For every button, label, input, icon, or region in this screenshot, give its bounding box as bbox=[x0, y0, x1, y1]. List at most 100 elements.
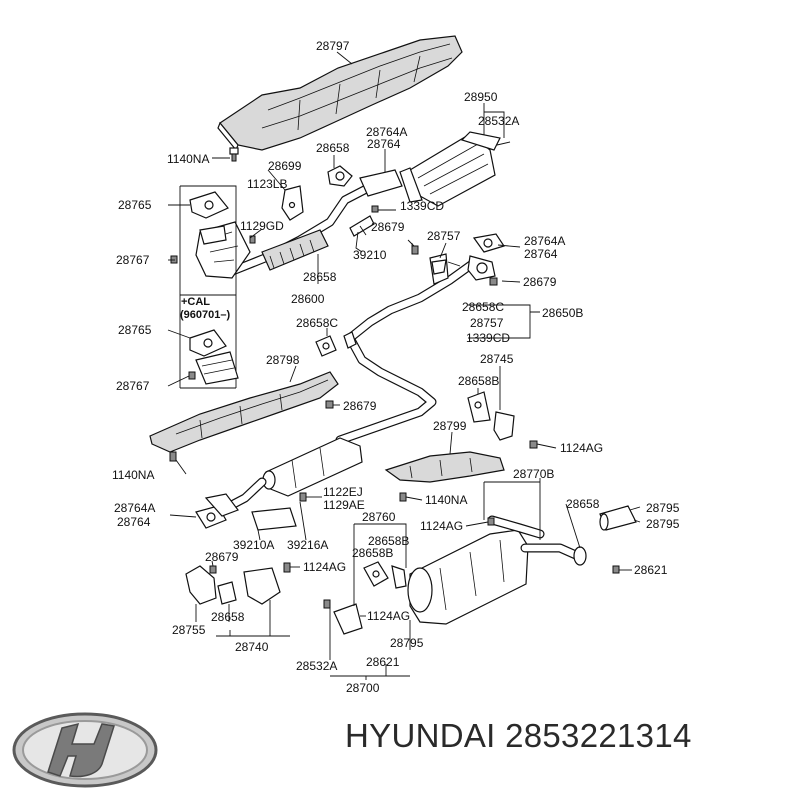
label-28764-low: 28764 bbox=[117, 515, 151, 529]
label-1140NA-left: 1140NA bbox=[112, 468, 154, 482]
label-1129AE: 1129AE bbox=[323, 498, 365, 512]
gasket-28765-top bbox=[189, 191, 229, 219]
hanger-28658-top bbox=[327, 165, 353, 187]
label-28760: 28760 bbox=[362, 510, 396, 524]
tail-pipe-28795 bbox=[599, 505, 637, 574]
label-28679-c: 28679 bbox=[343, 399, 377, 413]
label-28658-low: 28658 bbox=[211, 610, 245, 624]
bracket-28532A bbox=[323, 599, 363, 635]
group-bracket-front bbox=[179, 185, 237, 389]
label-1123LB: 1123LB bbox=[247, 177, 287, 191]
label-28679-d: 28679 bbox=[205, 550, 239, 564]
label-28679-a: 28679 bbox=[371, 220, 405, 234]
bolt-1140NA-top bbox=[229, 147, 239, 162]
bracket-28755 bbox=[185, 562, 291, 605]
label-28765-b: 28765 bbox=[118, 323, 152, 337]
manifold-pipe-cal bbox=[188, 351, 239, 385]
label-28658-r: 28658 bbox=[566, 497, 600, 511]
label-28770B: 28770B bbox=[513, 467, 554, 481]
label-28650B: 28650B bbox=[542, 306, 583, 320]
bolt-28679-a bbox=[371, 205, 379, 213]
heat-protector-28798 bbox=[149, 371, 339, 462]
heat-protector-28797 bbox=[217, 35, 463, 152]
label-28658-mid: 28658 bbox=[303, 270, 337, 284]
hyundai-logo-icon bbox=[12, 712, 158, 788]
label-28795-b: 28795 bbox=[646, 517, 680, 531]
part-labels: 28797 1140NA 28950 28532A 28764A 28764 2… bbox=[112, 39, 680, 695]
label-1124AG-d: 1124AG bbox=[367, 609, 410, 623]
catalytic-converter-28950 bbox=[399, 131, 511, 207]
oxygen-sensor-39210 bbox=[349, 215, 375, 253]
label-28621-low: 28621 bbox=[366, 655, 400, 669]
label-28532A-top: 28532A bbox=[478, 114, 519, 128]
part-number: 2853221314 bbox=[505, 717, 692, 754]
label-39210A: 39210A bbox=[233, 538, 274, 552]
label-28798: 28798 bbox=[266, 353, 300, 367]
gasket-28764A-right bbox=[472, 233, 505, 253]
label-28658C-mid: 28658C bbox=[296, 316, 338, 330]
label-28757-top: 28757 bbox=[427, 229, 461, 243]
label-28765-a: 28765 bbox=[118, 198, 152, 212]
gasket-28764-lower bbox=[195, 493, 239, 529]
hanger-28658B-low bbox=[363, 561, 407, 589]
label-cal-line1: +CAL bbox=[181, 296, 210, 308]
label-39216A: 39216A bbox=[287, 538, 328, 552]
label-28745: 28745 bbox=[480, 352, 514, 366]
label-1122EJ: 1122EJ bbox=[323, 485, 363, 499]
label-1124AG-c: 1124AG bbox=[303, 560, 346, 574]
label-28658C-r: 28658C bbox=[462, 300, 504, 314]
label-28699: 28699 bbox=[268, 159, 302, 173]
label-39210: 39210 bbox=[353, 248, 387, 262]
leader-lines bbox=[167, 51, 641, 680]
label-28764A-top: 28764A bbox=[366, 125, 407, 139]
label-28795-a: 28795 bbox=[646, 501, 680, 515]
brand-name: HYUNDAI bbox=[345, 717, 496, 754]
label-28658-top: 28658 bbox=[316, 141, 350, 155]
label-28700: 28700 bbox=[346, 681, 380, 695]
label-28621-r: 28621 bbox=[634, 563, 668, 577]
footer-part-number: HYUNDAI 2853221314 bbox=[345, 717, 692, 755]
label-1124AG-b: 1124AG bbox=[420, 519, 463, 533]
front-pipe-28600 bbox=[195, 169, 403, 279]
bracket-28699 bbox=[281, 185, 304, 221]
heat-protector-28799 bbox=[384, 451, 505, 502]
label-1140NA-top: 1140NA bbox=[167, 152, 209, 166]
label-28757-r: 28757 bbox=[470, 316, 504, 330]
label-28600: 28600 bbox=[291, 292, 325, 306]
label-28767-a: 28767 bbox=[116, 253, 150, 267]
hanger-39210A bbox=[251, 492, 307, 531]
bolt-28679-b bbox=[489, 277, 498, 286]
label-1124AG-a: 1124AG bbox=[560, 441, 603, 455]
label-28658B-b: 28658B bbox=[352, 546, 393, 560]
label-28755: 28755 bbox=[172, 623, 206, 637]
bolt-1124AG-lower bbox=[487, 517, 495, 526]
hanger-28745 bbox=[467, 391, 538, 449]
rear-muffler-28700 bbox=[407, 515, 587, 625]
label-28767-b: 28767 bbox=[116, 379, 150, 393]
label-28764-r: 28764 bbox=[524, 247, 558, 261]
label-28799: 28799 bbox=[433, 419, 467, 433]
label-28795-low: 28795 bbox=[390, 636, 424, 650]
label-cal-line2: (960701–) bbox=[180, 309, 230, 321]
label-28679-b: 28679 bbox=[523, 275, 557, 289]
hanger-28658C bbox=[315, 335, 337, 357]
bolt-1339CD-top bbox=[411, 245, 419, 255]
label-28950: 28950 bbox=[464, 90, 498, 104]
label-28658B-r: 28658B bbox=[458, 374, 499, 388]
label-28740: 28740 bbox=[235, 640, 269, 654]
label-1140NA-mid: 1140NA bbox=[425, 493, 467, 507]
label-28764A-r: 28764A bbox=[524, 234, 565, 248]
label-28797: 28797 bbox=[316, 39, 350, 53]
label-28764-top: 28764 bbox=[367, 137, 401, 151]
bolt-28679-c bbox=[325, 400, 334, 409]
nut-28767-top bbox=[170, 255, 178, 264]
label-1129GD: 1129GD bbox=[240, 219, 284, 233]
gasket-28765-cal bbox=[189, 329, 227, 357]
label-28658B-a: 28658B bbox=[368, 534, 409, 548]
label-1339CD-top: 1339CD bbox=[400, 199, 444, 213]
label-28532A-low: 28532A bbox=[296, 659, 337, 673]
label-28764A-low: 28764A bbox=[114, 501, 155, 515]
label-1339CD-r: 1339CD bbox=[466, 331, 510, 345]
center-pipe-28650B bbox=[335, 255, 496, 445]
